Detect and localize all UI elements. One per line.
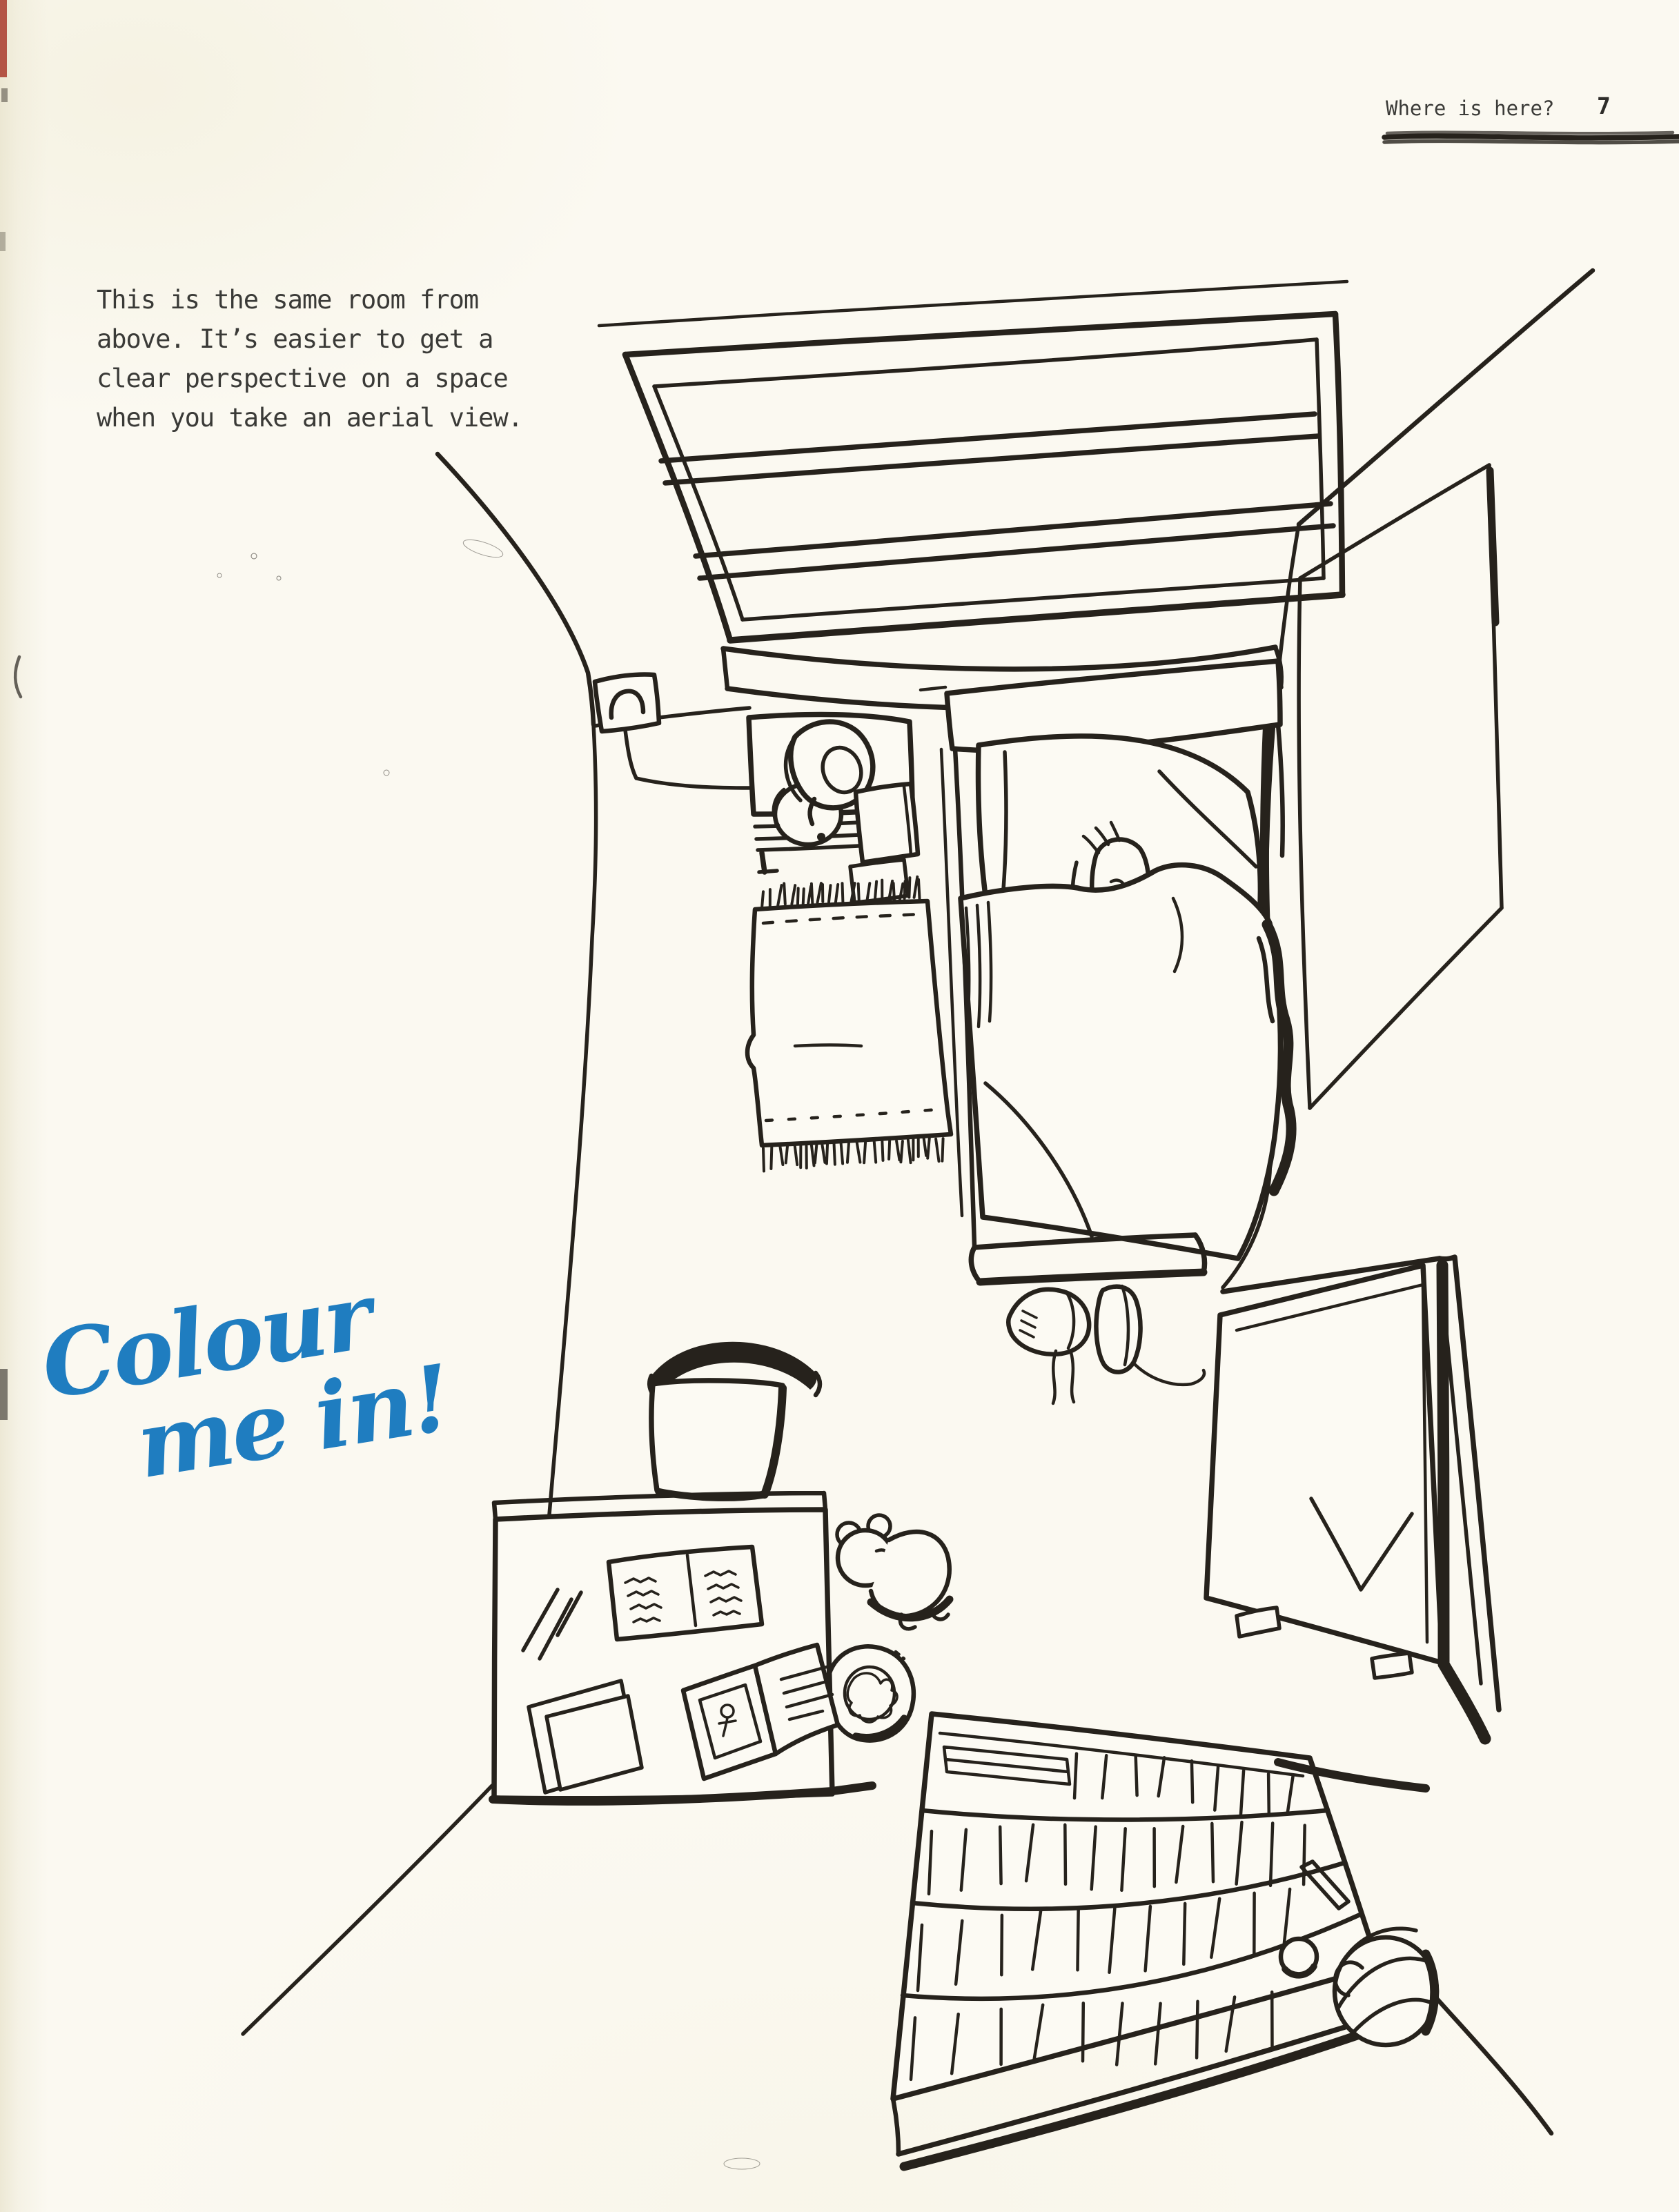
intro-paragraph: This is the same room from above. It’s e… (97, 280, 580, 437)
notebook-scribbles (704, 1570, 743, 1617)
power-outlet (592, 672, 752, 790)
trainers (1005, 1284, 1206, 1405)
scan-edge-dark-mark (0, 1369, 8, 1420)
magazine-right-page (752, 1642, 841, 1757)
ball (1332, 1926, 1440, 2048)
wall-window (1297, 463, 1504, 1110)
chair-seat (649, 1378, 785, 1499)
crumpled-paper (846, 1672, 899, 1724)
papers (544, 1694, 644, 1792)
door-knob (1370, 1651, 1414, 1680)
open-door (1204, 1254, 1502, 1793)
rug-fringe-bottom (762, 1135, 945, 1173)
running-header: Where is here? (1386, 97, 1555, 120)
books-row-4 (909, 1990, 1274, 2082)
header-underline (1382, 130, 1679, 145)
window (597, 279, 1349, 644)
power-cord (623, 728, 752, 790)
scan-edge-gray-mark (1, 88, 8, 102)
door-knob (1235, 1606, 1282, 1639)
intro-line-3: clear perspective on a space (97, 364, 509, 393)
chair-back (651, 1341, 817, 1392)
scan-edge-red-mark (0, 0, 7, 77)
notepad (848, 781, 921, 905)
waste-paper-basket (825, 1644, 916, 1743)
intro-line-2: above. It’s easier to get a (97, 324, 493, 354)
desk-items (521, 1544, 841, 1795)
lamp (772, 719, 876, 847)
scan-edge-gray-mark (0, 232, 6, 251)
shoelaces (1133, 1363, 1206, 1387)
bed (939, 658, 1297, 1286)
books-row-3 (916, 1887, 1292, 1993)
page-number: 7 (1597, 92, 1611, 119)
footboard (972, 1232, 1198, 1250)
notebook-scribbles (624, 1577, 662, 1623)
desk-chair (647, 1341, 823, 1501)
intro-line-4: when you take an aerial view. (97, 403, 523, 433)
books-row-1 (1072, 1752, 1295, 1816)
teddy-bear (835, 1513, 954, 1631)
pencils (521, 1588, 583, 1661)
rug-fringe-top (760, 875, 921, 910)
leaning-book (1299, 1859, 1351, 1910)
rug (745, 875, 954, 1173)
duvet (958, 862, 1284, 1261)
shoelaces (1051, 1349, 1076, 1405)
books-row-2 (927, 1820, 1306, 1896)
notebook (606, 1544, 765, 1642)
flat-book-stack (942, 1745, 1072, 1786)
intro-line-1: This is the same room from (97, 285, 479, 315)
bookshelf (890, 1711, 1382, 2171)
